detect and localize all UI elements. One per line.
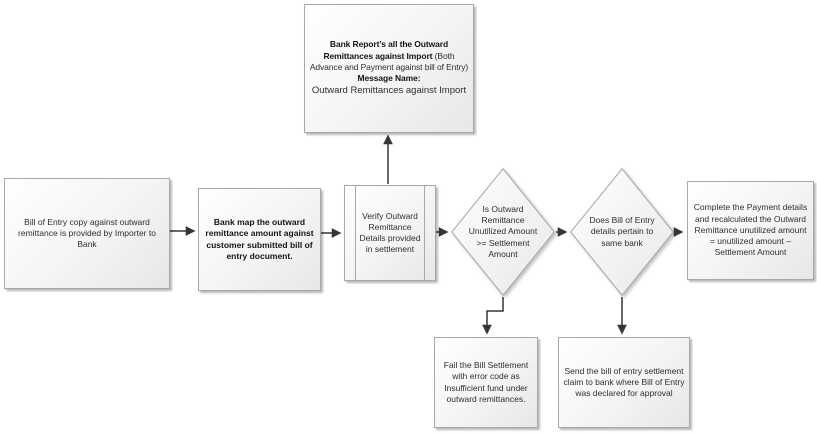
node-bill-of-entry-copy: Bill of Entry copy against outward remit… — [4, 178, 170, 289]
decision-same-bank-text: Does Bill of Entry details pertain to sa… — [589, 215, 655, 248]
diamond-shape — [570, 168, 674, 296]
node-bank-map-text: Bank map the outward remittance amount a… — [205, 217, 314, 261]
node-complete-payment-text: Complete the Payment details and recalcu… — [693, 202, 808, 258]
node-verify-remittance-text: Verify Outward Remittance Details provid… — [359, 210, 421, 255]
node-bill-of-entry-copy-text: Bill of Entry copy against outward remit… — [18, 216, 156, 250]
decision-unutilized-amount-text: Is Outward Remittance Unutilized Amount … — [468, 203, 538, 259]
report-message-value: Outward Remittances against Import — [311, 85, 467, 97]
report-message-label: Message Name: — [357, 72, 421, 83]
node-verify-remittance: Verify Outward Remittance Details provid… — [344, 185, 436, 281]
predefined-process-bar-left — [355, 186, 356, 280]
predefined-process-bar-right — [424, 186, 425, 280]
node-send-claim: Send the bill of entry settlement claim … — [558, 337, 690, 428]
report-title-bold: Bank Report’s all the Outward Remittance… — [323, 39, 449, 61]
node-bank-report: Bank Report’s all the Outward Remittance… — [304, 4, 474, 133]
decision-unutilized-amount: Is Outward Remittance Unutilized Amount … — [451, 168, 555, 296]
decision-same-bank: Does Bill of Entry details pertain to sa… — [570, 168, 674, 296]
node-fail-settlement-text: Fail the Bill Settlement with error code… — [443, 360, 529, 404]
node-bank-map: Bank map the outward remittance amount a… — [198, 188, 321, 291]
node-bank-report-text: Bank Report’s all the Outward Remittance… — [305, 37, 473, 99]
diamond-shape — [451, 168, 555, 296]
node-send-claim-text: Send the bill of entry settlement claim … — [563, 365, 685, 399]
node-complete-payment: Complete the Payment details and recalcu… — [687, 181, 814, 280]
report-title-note: (Both Advance and Payment against bill o… — [309, 50, 469, 72]
arrow-decision-amount-to-fail — [482, 297, 504, 335]
node-fail-settlement: Fail the Bill Settlement with error code… — [434, 337, 538, 428]
